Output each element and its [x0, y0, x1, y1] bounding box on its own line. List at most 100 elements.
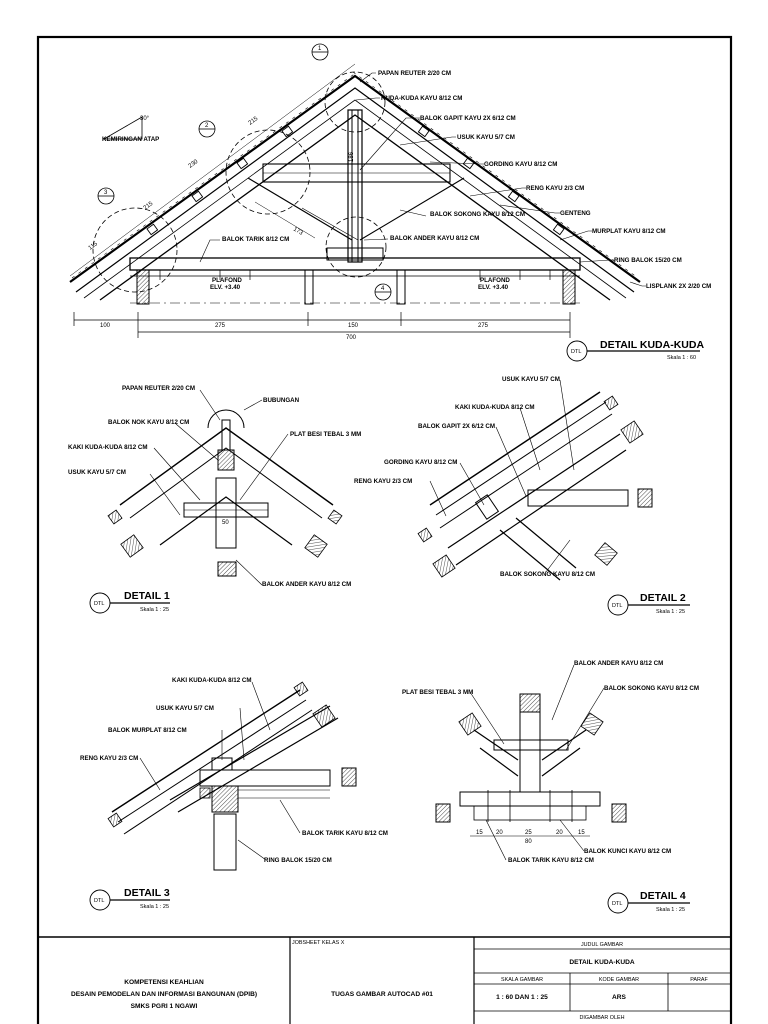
- dtl-marker: DTL: [571, 349, 581, 355]
- detail-4-callouts: BALOK ANDER KAYU 8/12 CM BALOK SOKONG KA…: [402, 660, 699, 864]
- callout: RENG KAYU 2/3 CM: [526, 185, 584, 192]
- detail-2-title-block: DTL DETAIL 2 Skala 1 : 25: [607, 592, 690, 616]
- rafter-dimension: 115: [88, 241, 100, 252]
- slope-value: 30°: [140, 116, 150, 122]
- drawing-scale: 1 : 60 DAN 1 : 25: [496, 994, 548, 1001]
- school-name: SMKS PGRI 1 NGAWI: [131, 1003, 198, 1010]
- callout: RENG KAYU 2/3 CM: [80, 755, 138, 762]
- dtl-marker: DTL: [612, 603, 622, 609]
- detail-3-drawing: [107, 681, 357, 871]
- callout: BALOK TARIK KAYU 8/12 CM: [508, 857, 594, 864]
- callout: KAKI KUDA-KUDA 8/12 CM: [172, 677, 252, 684]
- callout: USUK KAYU 5/7 CM: [502, 376, 560, 383]
- main-title-block: DTL DETAIL KUDA-KUDA Skala 1 : 60: [566, 339, 704, 362]
- total-dimension: 80: [525, 839, 532, 845]
- paraf-header: PARAF: [690, 977, 708, 983]
- callout: BALOK ANDER KAYU 8/12 CM: [390, 235, 479, 242]
- post-dimension: 186: [349, 151, 355, 162]
- detail-1-title-block: DTL DETAIL 1 Skala 1 : 25: [89, 590, 170, 614]
- bottom-dimension: 275: [478, 323, 489, 329]
- judul-header: JUDUL GAMBAR: [581, 942, 623, 948]
- main-truss-drawing: [69, 63, 641, 338]
- plafond-elevation: ELV. +3.40: [210, 284, 241, 291]
- detail-title: DETAIL KUDA-KUDA: [600, 339, 704, 351]
- detail-1-drawing: [107, 409, 343, 577]
- callout: BALOK KUNCI KAYU 8/12 CM: [584, 848, 671, 855]
- bottom-dimension: 275: [215, 323, 226, 329]
- detail-1-callouts: PAPAN REUTER 2/20 CM BUBUNGAN BALOK NOK …: [68, 385, 361, 588]
- callout: GORDING KAYU 8/12 CM: [384, 459, 457, 466]
- callout: BALOK ANDER KAYU 8/12 CM: [574, 660, 663, 667]
- drawing-code: ARS: [612, 994, 627, 1001]
- detail-4-title-block: DTL DETAIL 4 Skala 1 : 25: [607, 890, 690, 914]
- callout: BALOK ANDER KAYU 8/12 CM: [262, 581, 351, 588]
- rafter-dimension: 215: [248, 115, 260, 126]
- detail-3-leaders: [139, 681, 301, 861]
- competence-label: KOMPETENSI KEAHLIAN: [124, 979, 204, 986]
- detail-title: DETAIL 4: [640, 890, 686, 902]
- jobsheet-label: JOBSHEET KELAS X: [292, 940, 345, 946]
- callout: USUK KAYU 5/7 CM: [156, 705, 214, 712]
- detail-2-leaders: [429, 379, 575, 573]
- callout: LISPLANK 2X 2/20 CM: [646, 283, 711, 290]
- dimension: 20: [496, 830, 503, 836]
- callout: BALOK SOKONG KAYU 8/12 CM: [500, 571, 595, 578]
- dtl-marker: DTL: [94, 898, 104, 904]
- callout: BALOK MURPLAT 8/12 CM: [108, 727, 187, 734]
- detail-title: DETAIL 1: [124, 590, 170, 602]
- strut-dimension: 173: [292, 227, 304, 238]
- main-leaders: [199, 72, 646, 287]
- callout: KAKI KUDA-KUDA 8/12 CM: [68, 444, 148, 451]
- callout: RING BALOK 15/20 CM: [614, 257, 682, 264]
- callout: BALOK GAPIT 2X 6/12 CM: [418, 423, 495, 430]
- callout: PLAT BESI TEBAL 3 MM: [290, 431, 361, 438]
- callout: BALOK SOKONG KAYU 8/12 CM: [430, 211, 525, 218]
- callout: RING BALOK 15/20 CM: [264, 857, 332, 864]
- detail-scale: Skala 1 : 25: [140, 904, 169, 910]
- detail-scale: Skala 1 : 25: [656, 609, 685, 615]
- detail-scale: Skala 1 : 60: [667, 355, 696, 361]
- sheet-border: [36, 35, 733, 1024]
- callout: KAKI KUDA-KUDA 8/12 CM: [455, 404, 535, 411]
- bottom-dimension: 100: [100, 323, 111, 329]
- callout: GENTENG: [560, 210, 591, 217]
- callout: BALOK TARIK KAYU 8/12 CM: [302, 830, 388, 837]
- skala-header: SKALA GAMBAR: [501, 977, 543, 983]
- bubble-label: 4: [381, 286, 385, 292]
- callout: USUK KAYU 5/7 CM: [457, 134, 515, 141]
- detail-3-title-block: DTL DETAIL 3 Skala 1 : 25: [89, 887, 170, 911]
- plafond-label: PLAFOND: [480, 277, 510, 284]
- detail-3-callouts: KAKI KUDA-KUDA 8/12 CM USUK KAYU 5/7 CM …: [80, 677, 388, 864]
- dtl-marker: DTL: [94, 601, 104, 607]
- digambar-header: DIGAMBAR OLEH: [580, 1015, 625, 1021]
- slope-label: KEMIRINGAN ATAP: [102, 136, 159, 143]
- plafond-label: PLAFOND: [212, 277, 242, 284]
- detail-bubbles: [97, 43, 392, 301]
- dimension: 15: [476, 830, 483, 836]
- callout: PLAT BESI TEBAL 3 MM: [402, 689, 473, 696]
- detail-1-leaders: [149, 389, 289, 586]
- main-callouts: PAPAN REUTER 2/20 CM KUDA-KUDA KAYU 8/12…: [102, 70, 711, 291]
- callout: MURPLAT KAYU 8/12 CM: [592, 228, 666, 235]
- rafter-dimension: 230: [188, 158, 200, 169]
- detail-scale: Skala 1 : 25: [656, 907, 685, 913]
- task-title: TUGAS GAMBAR AUTOCAD #01: [331, 991, 433, 998]
- callout: USUK KAYU 5/7 CM: [68, 469, 126, 476]
- callout: PAPAN REUTER 2/20 CM: [378, 70, 451, 77]
- callout: PAPAN REUTER 2/20 CM: [122, 385, 195, 392]
- detail-2-callouts: USUK KAYU 5/7 CM KAKI KUDA-KUDA 8/12 CM …: [354, 376, 595, 578]
- dimension: 50: [222, 520, 229, 526]
- title-block-text: KOMPETENSI KEAHLIAN DESAIN PEMODELAN DAN…: [71, 940, 709, 1021]
- detail-title: DETAIL 2: [640, 592, 686, 604]
- bottom-dimension: 150: [348, 323, 359, 329]
- dimension: 25: [525, 830, 532, 836]
- detail-4-drawing: [435, 693, 627, 837]
- callout: KUDA-KUDA KAYU 8/12 CM: [381, 95, 462, 102]
- dimension: 20: [556, 830, 563, 836]
- total-dimension: 700: [346, 335, 357, 341]
- main-dimensions: 115 215 230 215 173 186 100 275 150 275 …: [88, 115, 489, 341]
- callout: BALOK NOK KAYU 8/12 CM: [108, 419, 189, 426]
- bubble-label: 3: [104, 190, 108, 196]
- competence-program: DESAIN PEMODELAN DAN INFORMASI BANGUNAN …: [71, 991, 257, 998]
